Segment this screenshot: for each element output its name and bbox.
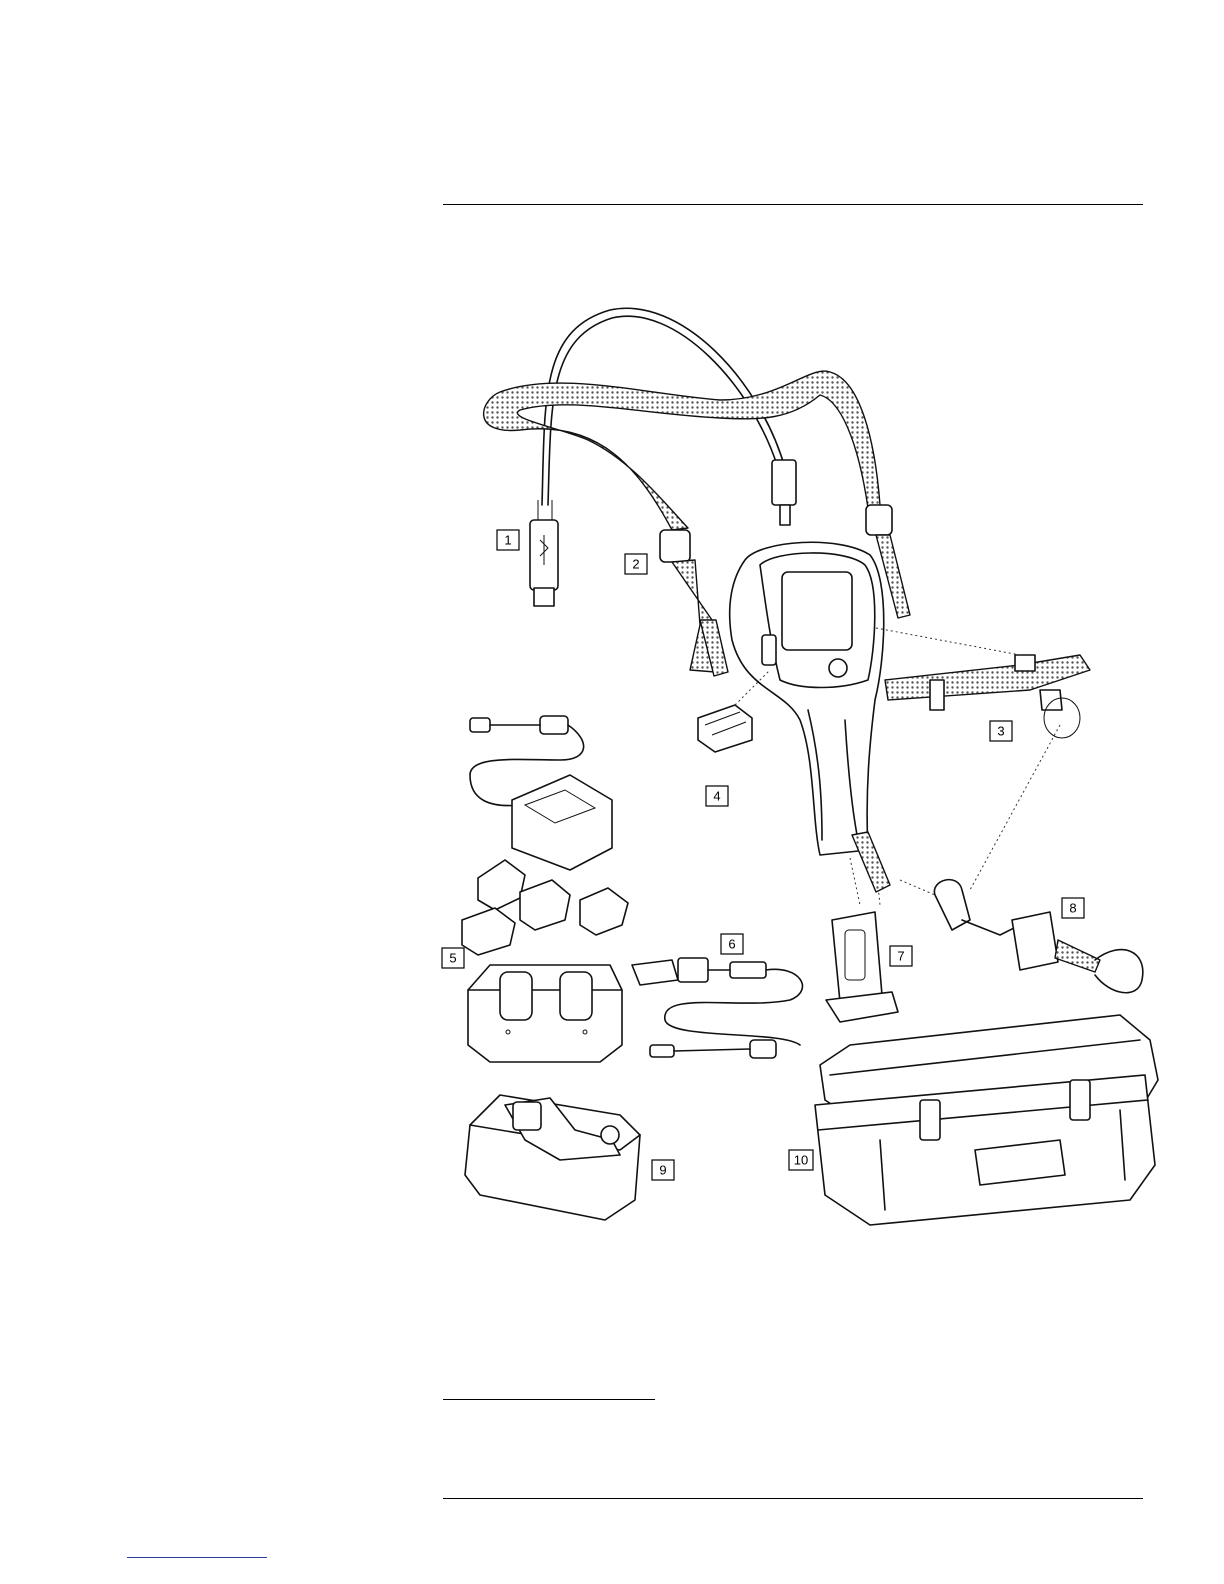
svg-text:8: 8 [1069, 901, 1076, 916]
thermal-camera [730, 542, 884, 855]
transport-case [815, 1015, 1158, 1225]
footer-link[interactable] [127, 1557, 267, 1558]
svg-text:1: 1 [504, 533, 511, 548]
callout-1: 1 [497, 530, 519, 550]
svg-text:3: 3 [997, 724, 1004, 739]
callout-10: 10 [789, 1150, 813, 1170]
footnote-rule [443, 1399, 655, 1400]
svg-text:6: 6 [728, 937, 735, 952]
footer-rule [443, 1498, 1143, 1499]
callout-9: 9 [652, 1160, 674, 1180]
svg-text:9: 9 [659, 1163, 666, 1178]
callout-5: 5 [442, 948, 464, 968]
battery-charger [468, 965, 622, 1062]
callout-3: 3 [990, 721, 1012, 741]
docking-station [465, 1095, 640, 1220]
svg-text:4: 4 [713, 789, 720, 804]
hand-strap [876, 628, 1090, 738]
callout-4: 4 [706, 786, 728, 806]
callout-2: 2 [625, 554, 647, 574]
svg-text:2: 2 [632, 557, 639, 572]
car-charger [632, 958, 802, 1058]
svg-text:7: 7 [897, 949, 904, 964]
svg-text:5: 5 [449, 951, 456, 966]
callout-6: 6 [721, 934, 743, 954]
callout-8: 8 [1062, 898, 1084, 918]
svg-text:10: 10 [794, 1153, 808, 1168]
power-supply [462, 716, 628, 955]
callout-7: 7 [890, 946, 912, 966]
